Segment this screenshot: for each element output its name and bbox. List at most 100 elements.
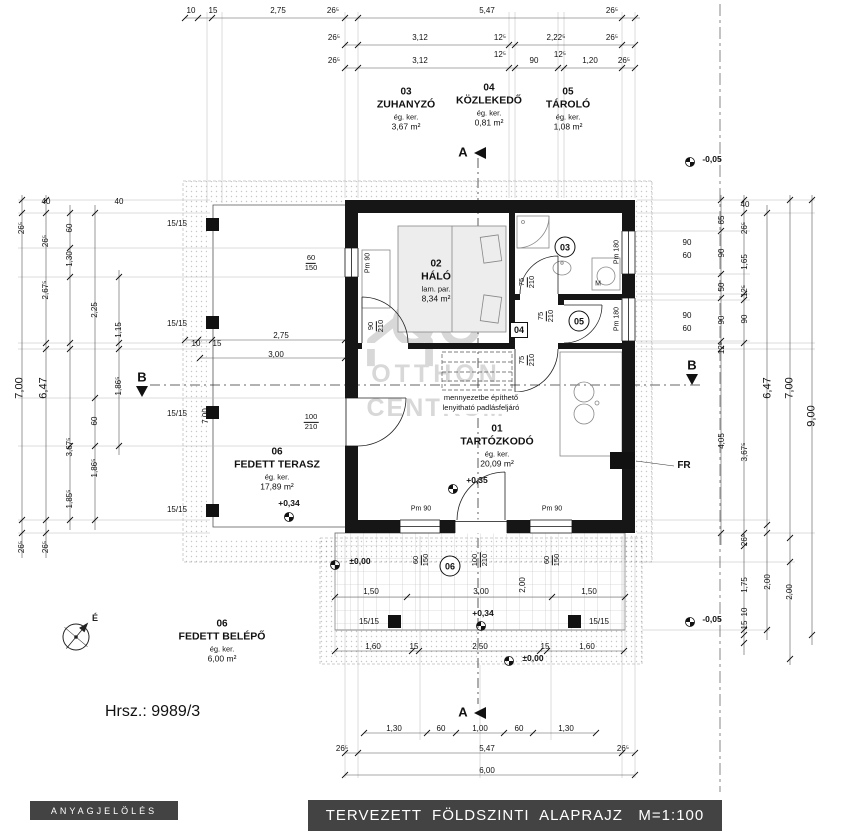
- dimension-label: 15: [409, 642, 419, 651]
- dimension-label: 2,75: [270, 6, 286, 15]
- dimension-label: Pm 90: [410, 505, 432, 513]
- dimension-label: 90: [682, 238, 692, 247]
- level-label: -0,05: [702, 613, 722, 624]
- dimension-ticks: [18, 14, 816, 779]
- note-line1: mennyezetbe építhető: [443, 392, 519, 402]
- dimension-label: 10: [740, 607, 749, 617]
- dimension-label: 12⁵: [740, 284, 749, 298]
- level-symbols: [284, 157, 695, 666]
- dimension-label: 6,47: [761, 377, 774, 399]
- dimension-label: 40: [114, 197, 124, 206]
- watermark-line1: OTTHON: [371, 360, 501, 388]
- dimension-label: 7,00: [783, 377, 796, 399]
- dimension-label: 60: [514, 724, 524, 733]
- material-legend-bar: ANYAGJELÖLÉS: [30, 801, 178, 820]
- dimension-label: 65: [717, 215, 726, 225]
- drawing-title: TERVEZETT FÖLDSZINTI ALAPRAJZ M=1:100: [325, 807, 705, 824]
- dimension-label: 12⁵: [717, 341, 726, 355]
- dimension-label: 26⁵: [326, 6, 340, 15]
- dimension-label: 26⁵: [335, 744, 349, 753]
- dimension-label: 15: [540, 642, 550, 651]
- level-label: +0,34: [472, 607, 494, 618]
- dimension-label: 2,67⁵: [41, 280, 50, 300]
- terrace-pillars: [206, 218, 581, 628]
- material-legend-label: ANYAGJELÖLÉS: [50, 805, 158, 816]
- dimension-label: 60: [436, 724, 446, 733]
- dimension-label: 2,22⁵: [546, 33, 566, 42]
- dimension-label: 26⁵: [740, 533, 749, 547]
- dimension-label: Pm 180: [613, 239, 621, 265]
- room-number-tag: 03: [554, 236, 576, 258]
- dimension-label: 15/15: [166, 409, 188, 418]
- dimension-label: 1,75: [740, 577, 749, 593]
- dimension-label: 12⁵: [493, 33, 507, 42]
- dimension-label: 12⁵: [493, 50, 507, 59]
- dimension-label: 2,00: [763, 574, 772, 590]
- room-number-tag: 04: [510, 322, 528, 338]
- dimension-label: 3,00: [473, 587, 489, 596]
- dimension-label: 90: [717, 315, 726, 325]
- dimension-label: 26⁵: [740, 221, 749, 235]
- fridge-marker: [610, 452, 675, 469]
- dimension-label: Pm 180: [613, 306, 621, 332]
- window-frames: [344, 230, 636, 534]
- dimension-label: 10: [191, 339, 201, 348]
- dimension-label: 1,86⁵: [114, 376, 123, 396]
- north-label: É: [91, 613, 99, 623]
- dimension-label: 15: [208, 6, 218, 15]
- dimension-label: 15/15: [588, 617, 610, 626]
- dimension-label: 26⁵: [327, 33, 341, 42]
- dimension-label: 26⁵: [616, 744, 630, 753]
- room-number-tag: 06: [439, 555, 461, 577]
- dimension-label: 40: [740, 200, 750, 209]
- dimension-label: 1,60: [365, 642, 381, 651]
- entry-terrace-slab: [334, 532, 626, 631]
- dimension-label: 9,00: [805, 405, 818, 427]
- dimension-lines: [21, 17, 813, 776]
- dimension-label: 26⁵: [617, 56, 631, 65]
- dimension-label: 2,00: [518, 577, 527, 593]
- room-number-tag: 05: [568, 310, 590, 332]
- door-swings: [357, 255, 603, 521]
- furniture: [361, 215, 623, 457]
- dimension-label: M: [595, 280, 601, 288]
- dimension-label: 26⁵: [41, 234, 50, 248]
- dimension-label: Pm 90: [541, 505, 563, 513]
- level-label: ±0,00: [522, 652, 544, 663]
- dimension-label: 50: [717, 282, 726, 292]
- section-marker-triangles: [136, 147, 698, 719]
- dimension-label: 15: [740, 620, 749, 630]
- dimension-label: 60: [682, 324, 692, 333]
- dimension-label: 15/15: [166, 319, 188, 328]
- level-label: +0,34: [278, 497, 300, 508]
- dimension-label: 3,12: [412, 56, 428, 65]
- dimension-label: 90: [717, 248, 726, 258]
- dimension-label: 60: [65, 223, 74, 233]
- dimension-label: 5,47: [479, 6, 495, 15]
- dimension-label: 2,75: [273, 331, 289, 340]
- dimension-label: 1,15: [114, 322, 123, 338]
- dimension-label: 10: [186, 6, 196, 15]
- dimension-label: 1,20: [582, 56, 598, 65]
- north-compass-icon: [62, 622, 90, 651]
- attic-ladder-note: mennyezetbe építhető lenyitható padlásfe…: [439, 391, 523, 415]
- dimension-label: 1,65: [740, 254, 749, 270]
- dimension-label: 60: [90, 416, 99, 426]
- dimension-label: 3,67⁵: [740, 442, 749, 462]
